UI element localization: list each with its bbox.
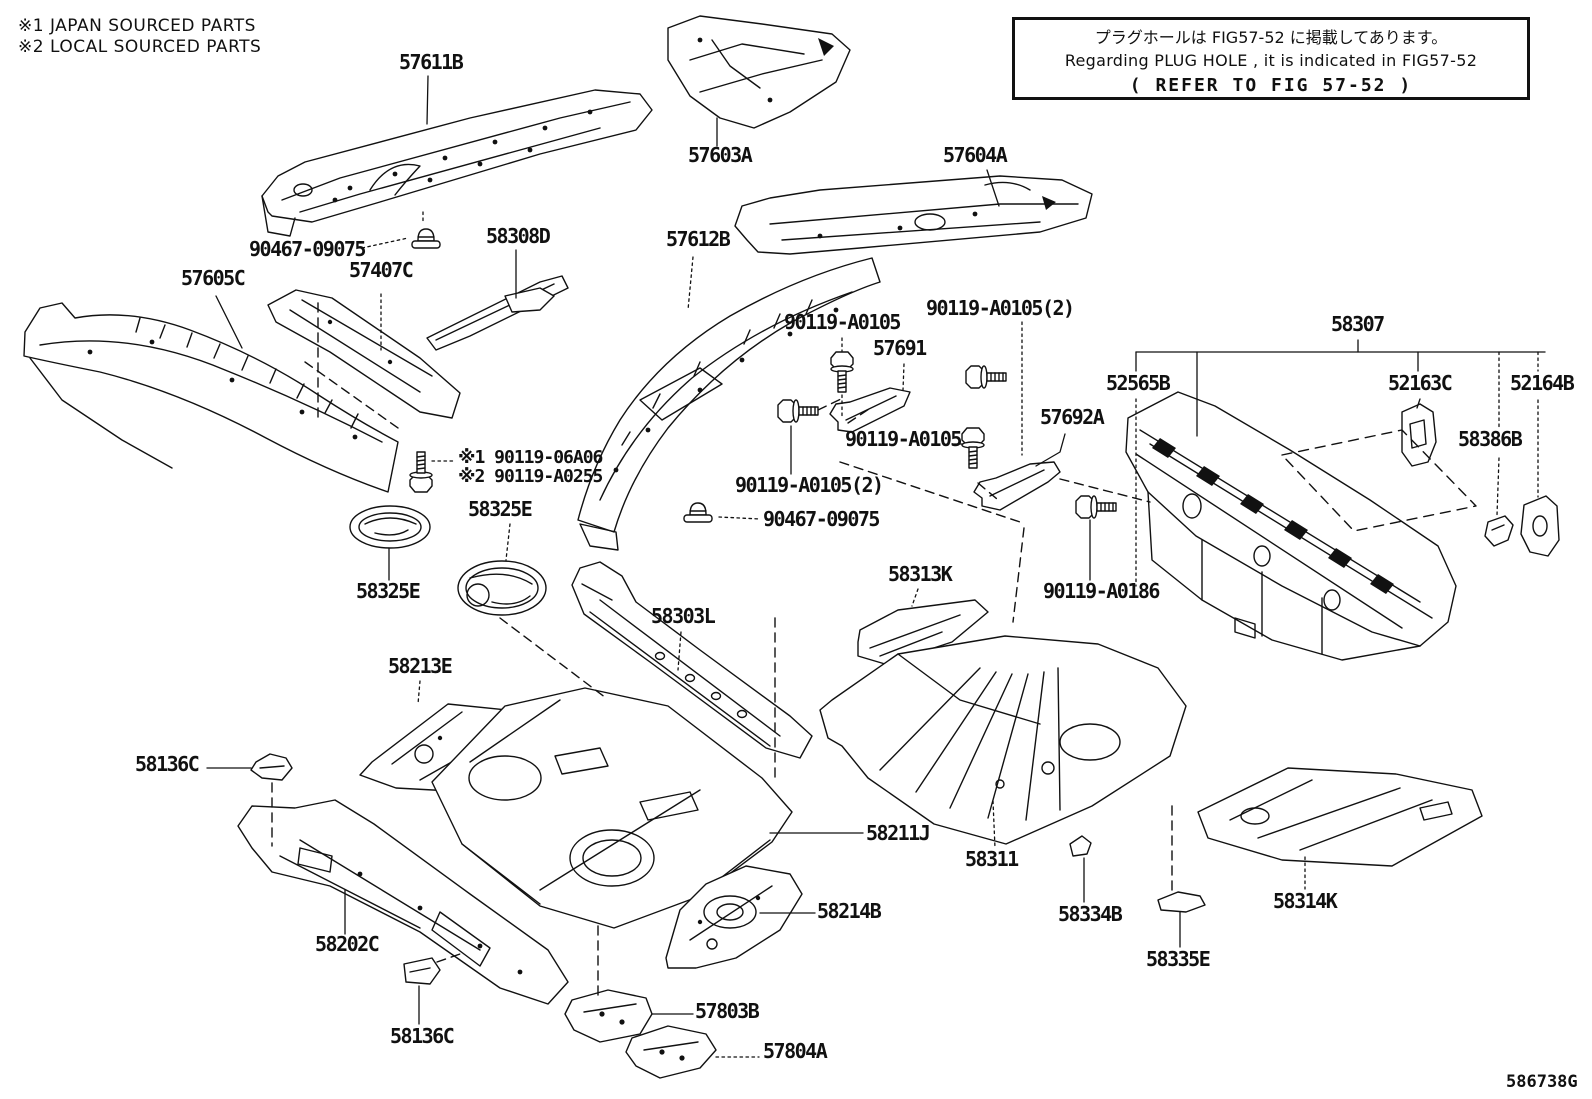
part-label-57691: 57691 <box>873 336 927 360</box>
part-58202c-drawing <box>237 799 569 1005</box>
part-58211j-drawing <box>431 687 793 929</box>
part-label-57612b: 57612B <box>666 227 731 251</box>
part-label-57407c: 57407C <box>349 258 414 282</box>
part-label-58303l: 58303L <box>651 604 716 628</box>
part-label-52164b: 52164B <box>1510 371 1575 395</box>
part-57604a-drawing <box>734 175 1093 255</box>
part-label-58213e: 58213E <box>388 654 453 678</box>
part-57692a-drawing <box>973 461 1061 511</box>
part-label-57803b: 57803B <box>695 999 760 1023</box>
part-label-58307: 58307 <box>1331 312 1385 336</box>
leader-lines-dotted <box>361 211 1539 1058</box>
part-label-90119-a0105-2-top: 90119-A0105(2) <box>926 296 1075 320</box>
part-57804a-drawing <box>625 1025 717 1079</box>
part-label-58325e-top: 58325E <box>468 497 533 521</box>
part-58335e-drawing <box>1157 891 1206 913</box>
part-label-58202c: 58202C <box>315 932 380 956</box>
info-box-japanese-line: プラグホールは FIG57-52 に掲載してあります。 <box>1094 28 1448 47</box>
part-label-90119-a0105-mid: 90119-A0105 <box>784 310 901 334</box>
part-label-52565b: 52565B <box>1106 371 1171 395</box>
part-58214b-drawing <box>665 865 803 969</box>
part-label-90467-09075-mid: 90467-09075 <box>763 507 880 531</box>
part-label-58311: 58311 <box>965 847 1019 871</box>
part-label-58214b: 58214B <box>817 899 882 923</box>
japan-sourced-note: ※1 JAPAN SOURCED PARTS <box>18 16 256 36</box>
part-label-57603a: 57603A <box>688 143 753 167</box>
part-58308d-drawing <box>426 275 569 351</box>
part-52164b-drawing <box>1520 495 1560 557</box>
part-52163c-drawing <box>1401 403 1437 467</box>
part-label-58308d: 58308D <box>486 224 551 248</box>
info-box-english-line: Regarding PLUG HOLE , it is indicated in… <box>1064 51 1478 70</box>
association-lines-dashed <box>271 302 1477 999</box>
part-58386b-drawing <box>1484 515 1514 547</box>
local-sourced-note: ※2 LOCAL SOURCED PARTS <box>18 37 262 57</box>
part-label-58325e-left: 58325E <box>356 579 421 603</box>
part-label-90467-09075-top: 90467-09075 <box>249 237 366 261</box>
part-label-57604a: 57604A <box>943 143 1008 167</box>
part-label-90119-a0105-2-left: 90119-A0105(2) <box>735 473 884 497</box>
part-label-58136c-top: 58136C <box>135 752 200 776</box>
part-58311-drawing <box>819 635 1187 845</box>
part-58307-drawing <box>1125 391 1457 661</box>
part-58313k-drawing <box>857 599 989 665</box>
part-57603a-drawing <box>667 15 851 129</box>
part-label-58136c-bottom: 58136C <box>390 1024 455 1048</box>
bolt-note-2: ※2 90119-A0255 <box>458 466 603 487</box>
part-57605c-drawing <box>23 302 399 493</box>
part-58325e-center-drawing <box>457 560 547 616</box>
bolt-note-1: ※1 90119-06A06 <box>458 447 603 468</box>
part-58325e-left-drawing <box>349 505 431 549</box>
part-58334b-drawing <box>1069 835 1092 857</box>
sourcing-notes: ※1 JAPAN SOURCED PARTS ※2 LOCAL SOURCED … <box>18 16 261 58</box>
part-label-58335e: 58335E <box>1146 947 1211 971</box>
part-label-58334b: 58334B <box>1058 902 1123 926</box>
part-58314k-drawing <box>1197 767 1483 867</box>
part-57803b-drawing <box>564 989 653 1043</box>
part-label-58386b: 58386B <box>1458 427 1523 451</box>
part-label-58211j: 58211J <box>866 821 931 845</box>
part-57612b-drawing <box>577 257 881 551</box>
part-label-90119-a0105-right: 90119-A0105 <box>845 427 962 451</box>
part-label-57692a: 57692A <box>1040 405 1105 429</box>
part-label-52163c: 52163C <box>1388 371 1453 395</box>
plug-hole-info-box: プラグホールは FIG57-52 に掲載してあります。 Regarding PL… <box>1012 17 1530 100</box>
part-57407c-drawing <box>267 289 461 419</box>
info-box-reference-line: ( REFER TO FIG 57-52 ) <box>1129 75 1413 96</box>
part-58303l-drawing <box>571 561 813 759</box>
diagram-code: 586738G <box>1506 1072 1578 1092</box>
leader-lines-solid <box>206 75 1546 1025</box>
part-58136c-top-drawing <box>250 753 293 781</box>
part-57611b-drawing <box>261 89 653 237</box>
part-label-58313k: 58313K <box>888 562 953 586</box>
part-label-90119-a0186: 90119-A0186 <box>1043 579 1160 603</box>
part-label-57804a: 57804A <box>763 1039 828 1063</box>
part-58136c-bottom-drawing <box>403 957 441 985</box>
part-label-57605c: 57605C <box>181 266 246 290</box>
part-label-57611b: 57611B <box>399 50 464 74</box>
part-label-58314k: 58314K <box>1273 889 1338 913</box>
